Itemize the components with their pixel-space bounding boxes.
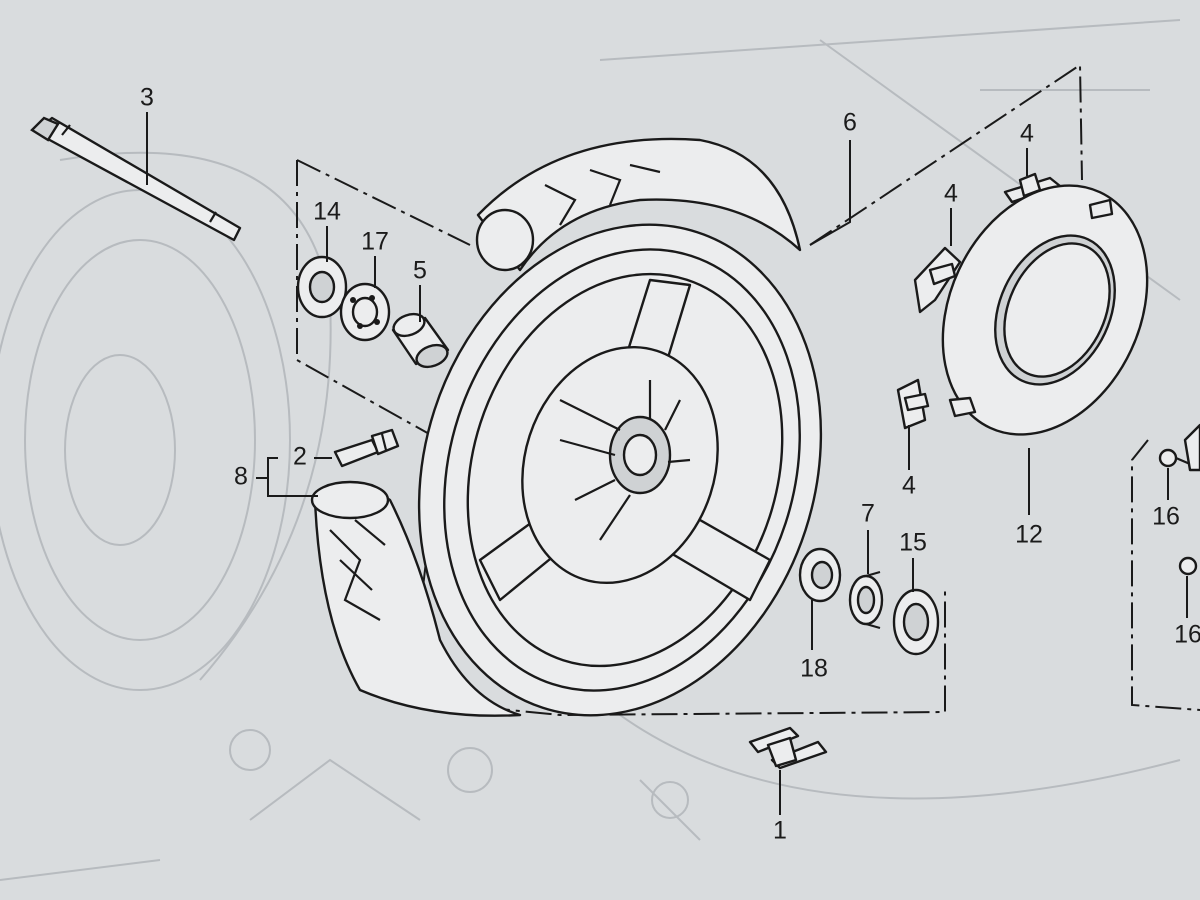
part-16-bolt-lower bbox=[1178, 556, 1198, 576]
callout-15: 15 bbox=[899, 529, 927, 557]
part-2-tire-valve bbox=[333, 428, 400, 468]
callout-12: 12 bbox=[1015, 521, 1043, 549]
part-14-dust-seal bbox=[296, 255, 348, 319]
part-5-distance-collar bbox=[391, 312, 450, 369]
part-18-bearing bbox=[798, 547, 842, 603]
part-4-clip-lower bbox=[896, 378, 930, 430]
part-12-brake-disc bbox=[941, 184, 1149, 436]
callout-4-upper: 4 bbox=[1020, 120, 1034, 148]
front-wheel-rim bbox=[417, 223, 823, 717]
callout-4-middle: 4 bbox=[944, 180, 958, 208]
part-17-bearing bbox=[339, 282, 391, 342]
part-15-oil-seal bbox=[892, 588, 940, 656]
callout-14: 14 bbox=[313, 198, 341, 226]
callout-labels: 3 14 17 5 2 8 6 4 4 4 12 7 15 18 1 16 16 bbox=[140, 84, 1200, 845]
adjacent-part-fragment bbox=[1183, 423, 1200, 472]
bleed-through-ghost-drawing bbox=[0, 19, 1181, 881]
callout-7: 7 bbox=[861, 500, 875, 528]
part-8-tire bbox=[310, 480, 522, 717]
leader-lines bbox=[146, 112, 1188, 815]
callout-4-lower: 4 bbox=[902, 472, 916, 500]
callout-5: 5 bbox=[413, 257, 427, 285]
part-6-tire-tread-segment bbox=[475, 137, 802, 272]
callout-18: 18 bbox=[800, 655, 828, 683]
part-7-speedometer-retainer bbox=[848, 570, 884, 630]
part-16-bolt-upper bbox=[1158, 448, 1191, 468]
part-1-balance-weight bbox=[748, 726, 828, 770]
callout-1: 1 bbox=[773, 817, 787, 845]
callout-2: 2 bbox=[293, 443, 307, 471]
callout-17: 17 bbox=[361, 228, 389, 256]
callout-6: 6 bbox=[843, 109, 857, 137]
part-3-front-axle bbox=[30, 116, 242, 242]
callout-3: 3 bbox=[140, 84, 154, 112]
callout-16-lower: 16 bbox=[1174, 621, 1200, 649]
callout-16-upper: 16 bbox=[1152, 503, 1180, 531]
callout-8: 8 bbox=[234, 463, 248, 491]
